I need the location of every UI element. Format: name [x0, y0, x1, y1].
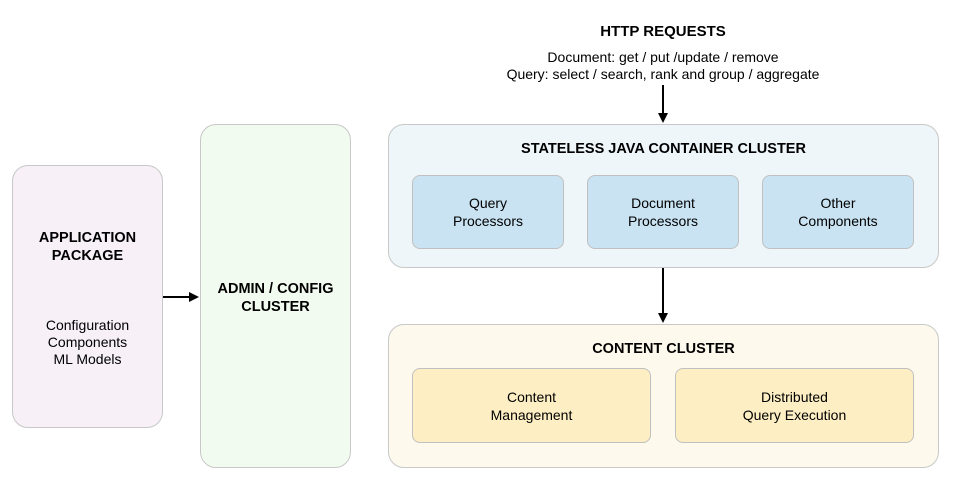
distributed-query-execution-box: Distributed Query Execution	[675, 368, 914, 443]
application-package-box: APPLICATION PACKAGE Configuration Compon…	[12, 165, 163, 428]
application-package-item-components: Components	[47, 334, 128, 350]
application-package-item-ml-models: ML Models	[53, 351, 122, 367]
document-processors-box: Document Processors	[587, 175, 739, 249]
other-components-box: Other Components	[762, 175, 914, 249]
application-package-title: APPLICATION PACKAGE	[38, 230, 137, 264]
admin-config-cluster-box: ADMIN / CONFIG CLUSTER	[200, 124, 351, 468]
query-processors-box: Query Processors	[412, 175, 564, 249]
http-requests-title: HTTP REQUESTS	[600, 23, 726, 40]
http-query-operations: Query: select / search, rank and group /…	[506, 66, 820, 82]
admin-config-cluster-title: ADMIN / CONFIG CLUSTER	[217, 281, 334, 315]
application-package-item-configuration: Configuration	[45, 317, 130, 333]
content-management-box: Content Management	[412, 368, 651, 443]
http-document-operations: Document: get / put /update / remove	[547, 49, 779, 65]
container-cluster-title: STATELESS JAVA CONTAINER CLUSTER	[521, 141, 806, 157]
content-cluster-title: CONTENT CLUSTER	[592, 341, 735, 357]
